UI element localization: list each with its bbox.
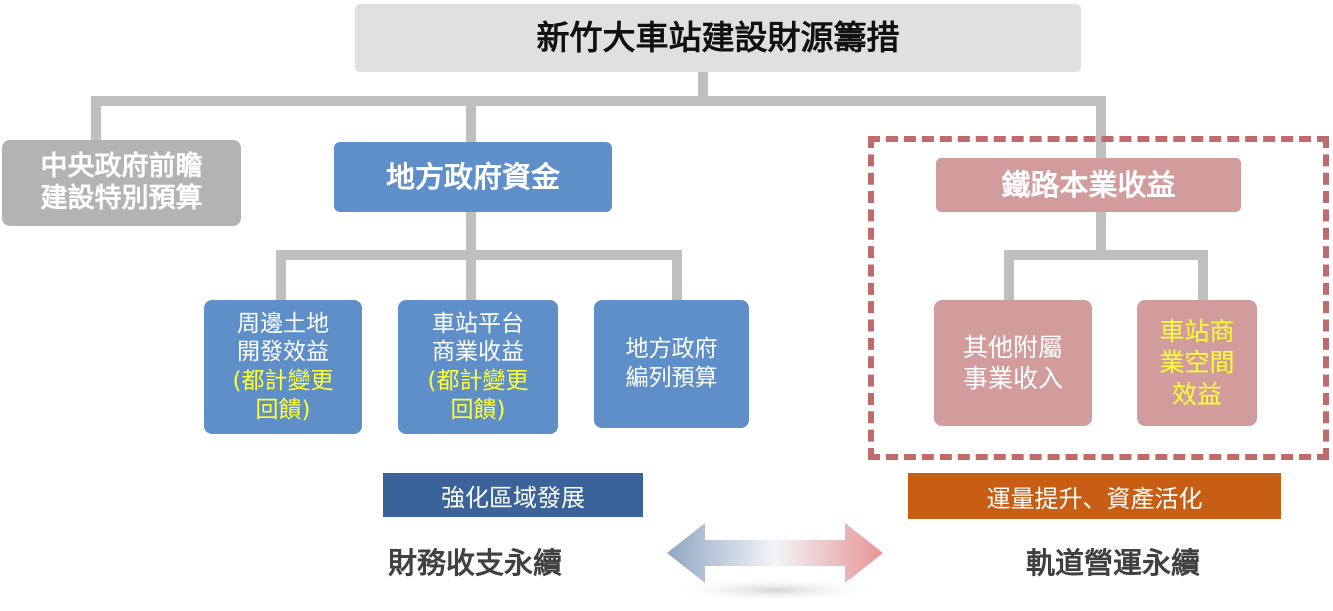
- connector-local-stem: [466, 212, 476, 258]
- other-line-2: 事業收入: [962, 364, 1063, 393]
- other-affiliated-income-node: 其他附屬 事業收入: [934, 300, 1092, 426]
- budget-line-2: 編列預算: [625, 365, 718, 391]
- platform-line-1: 車站平台: [432, 310, 524, 337]
- railway-revenue-node: 鐵路本業收益: [936, 158, 1241, 212]
- regional-development-bar: 強化區域發展: [383, 473, 643, 517]
- platform-note-2: 回饋): [450, 396, 506, 423]
- land-line-1: 周邊土地: [237, 310, 329, 337]
- connector-other-drop: [1004, 250, 1014, 302]
- local-title: 地方政府資金: [385, 159, 560, 194]
- ridership-asset-bar: 運量提升、資產活化: [908, 473, 1281, 519]
- rail-title: 鐵路本業收益: [1001, 167, 1176, 202]
- central-line-2: 建設特別預算: [40, 183, 203, 214]
- connector-local-bar: [276, 250, 682, 260]
- platform-line-2: 商業收益: [432, 339, 524, 366]
- rail-operation-sustainability-label: 軌道營運永續: [1025, 546, 1200, 580]
- connector-rail-stem: [1096, 212, 1106, 258]
- land-development-node: 周邊土地 開發效益 (都計變更 回饋): [204, 300, 362, 434]
- connector-top-bar: [91, 96, 1106, 106]
- land-note-2: 回饋): [255, 396, 311, 423]
- financial-sustainability-label: 財務收支永續: [387, 546, 562, 580]
- connector-rail-drop: [1096, 96, 1106, 160]
- regional-development-label: 強化區域發展: [441, 483, 585, 512]
- connector-land-drop: [276, 250, 286, 302]
- commercial-line-1: 車站商: [1159, 317, 1235, 347]
- arrow-shape: [667, 523, 883, 583]
- connector-commercial-drop: [1198, 250, 1208, 302]
- budget-line-1: 地方政府: [625, 336, 718, 363]
- ridership-asset-label: 運量提升、資產活化: [986, 484, 1203, 513]
- platform-note-1: (都計變更: [427, 368, 529, 394]
- central-budget-node: 中央政府前瞻 建設特別預算: [2, 140, 241, 226]
- other-line-1: 其他附屬: [962, 332, 1063, 362]
- commercial-line-3: 效益: [1171, 379, 1222, 409]
- connector-budget-drop: [672, 250, 682, 302]
- connector-root-stem: [698, 72, 708, 104]
- commercial-line-2: 業空間: [1159, 348, 1235, 378]
- root-title: 新竹大車站建設財源籌措: [536, 18, 900, 58]
- railway-revenue-group-outline: [868, 136, 1329, 460]
- root-node: 新竹大車站建設財源籌措: [355, 4, 1081, 72]
- land-line-2: 開發效益: [237, 339, 329, 366]
- arrow-shadow: [665, 578, 885, 602]
- connector-local-drop: [466, 96, 476, 144]
- station-commercial-space-node: 車站商 業空間 效益: [1137, 300, 1257, 426]
- connector-platform-drop: [466, 250, 476, 302]
- local-budget-node: 地方政府 編列預算: [594, 300, 749, 428]
- connector-rail-bar: [1004, 250, 1208, 260]
- double-arrow-icon: [665, 523, 885, 602]
- central-line-1: 中央政府前瞻: [40, 150, 203, 182]
- connector-central-drop: [91, 96, 101, 142]
- land-note-1: (都計變更: [232, 368, 334, 394]
- station-platform-node: 車站平台 商業收益 (都計變更 回饋): [398, 300, 558, 434]
- local-funds-node: 地方政府資金: [334, 142, 612, 212]
